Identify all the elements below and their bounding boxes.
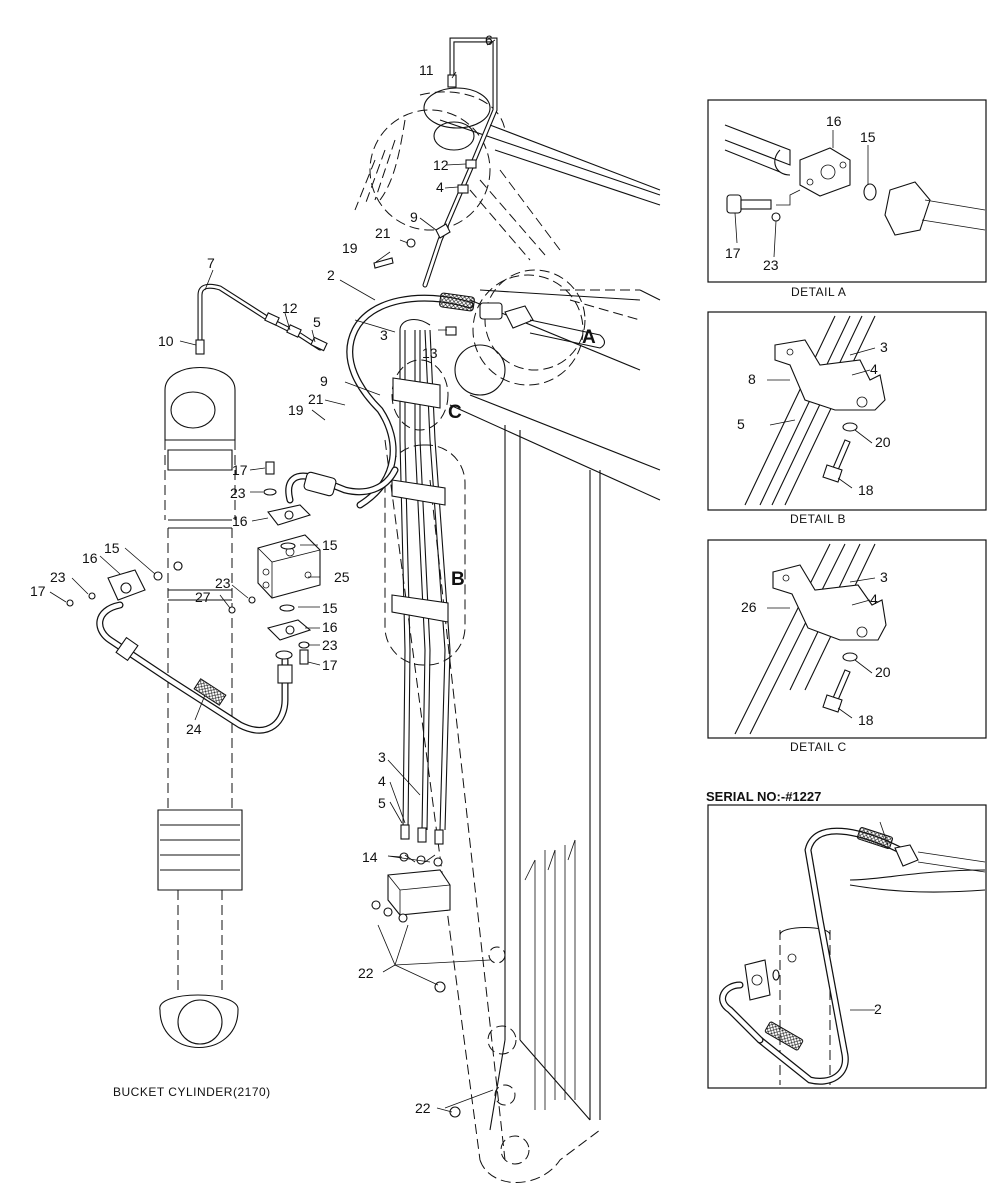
tube-6: [373, 37, 498, 288]
detail-c-26: 26: [741, 599, 757, 615]
callout-15-block-b: 15: [322, 600, 338, 616]
block-25-assembly: [228, 461, 399, 665]
callout-9-top: 9: [410, 209, 418, 225]
callout-15-block: 15: [322, 537, 338, 553]
callout-17-pipe: 17: [30, 583, 46, 599]
callout-22-bottom: 22: [415, 1100, 431, 1116]
callout-4-top: 4: [436, 179, 444, 195]
callout-3-mid: 3: [380, 327, 388, 343]
detail-c-20: 20: [875, 664, 891, 680]
detail-b-3: 3: [880, 339, 888, 355]
detail-b-4: 4: [870, 361, 878, 377]
callout-5-low: 5: [378, 795, 386, 811]
callout-27: 27: [195, 589, 211, 605]
callout-12-top: 12: [433, 157, 449, 173]
boom-outline: [354, 87, 661, 1183]
detail-b-panel: 3 4 8 5 20 18: [707, 311, 987, 511]
serial-callout-2: 2: [874, 1001, 882, 1017]
callout-19-top: 19: [342, 240, 358, 256]
callout-3-low: 3: [378, 749, 386, 765]
callout-10: 10: [158, 333, 174, 349]
detail-a-panel: 16 15 17 23: [707, 99, 987, 283]
callout-14: 14: [362, 849, 378, 865]
detail-b-caption: DETAIL B: [790, 512, 846, 526]
detail-b-5: 5: [737, 416, 745, 432]
detail-c-4: 4: [870, 591, 878, 607]
hose-2: [346, 124, 661, 509]
callout-16-pipe: 16: [82, 550, 98, 566]
detail-c-3: 3: [880, 569, 888, 585]
callout-19-mid: 19: [288, 402, 304, 418]
detail-c-panel: 3 4 26 20 18: [707, 539, 987, 739]
callout-23-block-b: 23: [215, 575, 231, 591]
callout-13: 13: [422, 345, 438, 361]
callout-25: 25: [334, 569, 350, 585]
serial-detail-panel: 2: [707, 804, 987, 1089]
callout-24: 24: [186, 721, 202, 737]
detail-c-18: 18: [858, 712, 874, 728]
callout-17-block: 17: [232, 462, 248, 478]
detail-c-caption: DETAIL C: [790, 740, 847, 754]
callout-15-pipe: 15: [104, 540, 120, 556]
detail-a-15: 15: [860, 129, 876, 145]
callout-12-left: 12: [282, 300, 298, 316]
callout-23-block: 23: [230, 485, 246, 501]
callout-11: 11: [419, 62, 434, 78]
callout-21-mid: 21: [308, 391, 324, 407]
cylinder-label: BUCKET CYLINDER(2170): [113, 1085, 271, 1099]
callout-23-block-c: 23: [322, 637, 338, 653]
detail-b-8: 8: [748, 371, 756, 387]
detail-b-18: 18: [858, 482, 874, 498]
detail-b-20: 20: [875, 434, 891, 450]
callout-5-left: 5: [313, 314, 321, 330]
detail-a-23: 23: [763, 257, 779, 273]
callout-16-block: 16: [232, 513, 248, 529]
leader-lines: [49, 39, 496, 1113]
detail-tag-a: A: [582, 327, 596, 348]
callout-6: 6: [485, 32, 493, 48]
callout-2: 2: [327, 267, 335, 283]
bucket-cylinder: [157, 366, 243, 1049]
pipes-3-4-5: [371, 319, 494, 1118]
serial-heading: SERIAL NO:-#1227: [706, 789, 821, 804]
callout-21-top: 21: [375, 225, 391, 241]
callout-9-mid: 9: [320, 373, 328, 389]
detail-a-caption: DETAIL A: [791, 285, 846, 299]
callout-17-block-b: 17: [322, 657, 338, 673]
detail-tag-c: C: [448, 402, 462, 423]
detail-a-17: 17: [725, 245, 741, 261]
pipe-24: [66, 561, 293, 734]
hose-7: [195, 283, 328, 355]
callout-23-pipe: 23: [50, 569, 66, 585]
detail-tag-b: B: [451, 569, 465, 590]
callout-4-low: 4: [378, 773, 386, 789]
callout-16-block-b: 16: [322, 619, 338, 635]
detail-a-16: 16: [826, 113, 842, 129]
callout-labels: 6 11 12 4 9 21 19 2 7 12 5 10 3 13 9 21 …: [30, 32, 596, 1116]
callout-7: 7: [207, 255, 215, 271]
callout-22-low: 22: [358, 965, 374, 981]
